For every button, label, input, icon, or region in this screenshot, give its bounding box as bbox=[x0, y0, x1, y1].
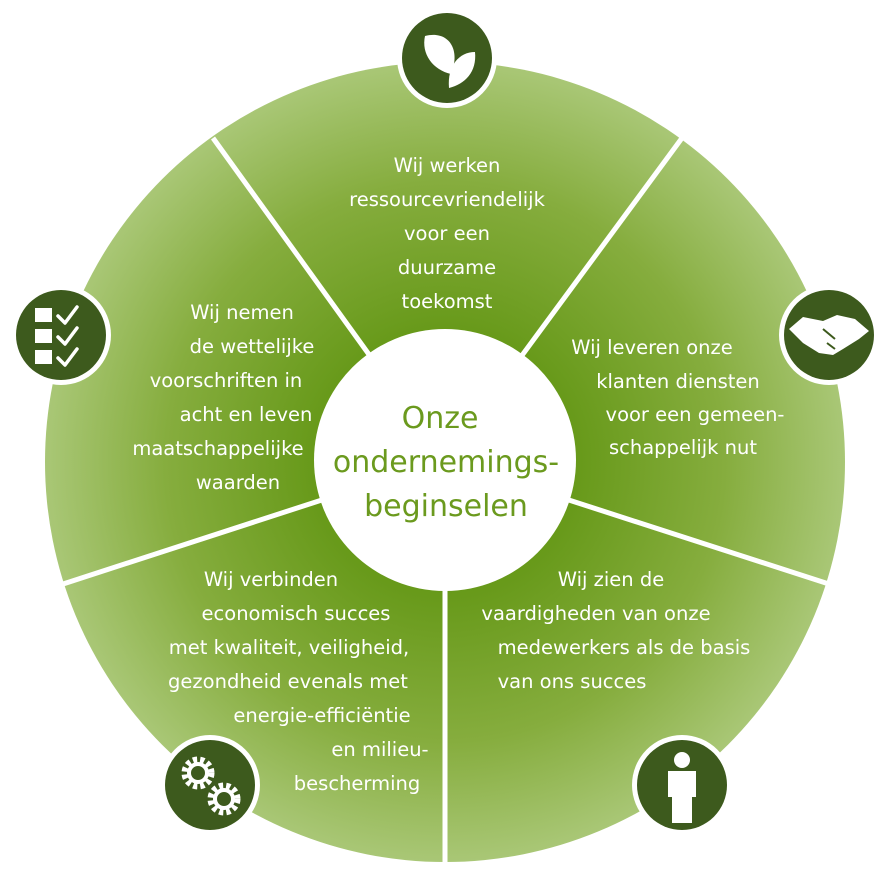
segment-line: voor een gemeen- bbox=[606, 403, 785, 426]
segment-line: Wij leveren onze bbox=[571, 336, 733, 359]
segment-line: gezondheid evenals met bbox=[168, 670, 408, 693]
center-title: Onze ondernemings- beginselen bbox=[333, 401, 559, 524]
segment-customers: Wij leveren onze klanten diensten voor e… bbox=[571, 336, 784, 459]
center-title-line: beginselen bbox=[364, 489, 528, 524]
segment-line: vaardigheden van onze bbox=[481, 602, 710, 625]
segment-economy: Wij verbinden economisch succes met kwal… bbox=[168, 568, 429, 795]
segment-line: klanten diensten bbox=[596, 370, 760, 393]
leaf-icon bbox=[397, 8, 497, 108]
segment-line: energie-efficiëntie bbox=[233, 704, 410, 727]
segment-line: voor een bbox=[404, 222, 490, 245]
segment-line: medewerkers als de basis bbox=[498, 636, 751, 659]
segment-line: bescherming bbox=[294, 772, 420, 795]
segment-line: Wij zien de bbox=[558, 568, 664, 591]
segment-line: voorschriften in bbox=[150, 369, 303, 392]
segment-line: maatschappelijke bbox=[132, 437, 303, 460]
segment-line: duurzame bbox=[398, 256, 496, 279]
gears-icon bbox=[160, 735, 260, 835]
segment-employees: Wij zien de vaardigheden van onze medewe… bbox=[481, 568, 750, 693]
segment-line: Wij werken bbox=[394, 154, 501, 177]
segment-sustainability: Wij werken ressourcevriendelijk voor een… bbox=[349, 154, 545, 313]
center-title-line: Onze bbox=[402, 401, 479, 436]
segment-line: van ons succes bbox=[498, 670, 647, 693]
segment-line: de wettelijke bbox=[190, 335, 315, 358]
person-icon bbox=[632, 735, 732, 835]
center-circle bbox=[314, 329, 576, 591]
segment-line: Wij nemen bbox=[190, 301, 294, 324]
handshake-icon bbox=[779, 285, 879, 385]
segment-line: schappelijk nut bbox=[609, 436, 757, 459]
segment-compliance: Wij nemen de wettelijke voorschriften in… bbox=[132, 301, 314, 494]
segment-line: met kwaliteit, veiligheid, bbox=[169, 636, 409, 659]
center-title-line: ondernemings- bbox=[333, 445, 559, 480]
segment-line: waarden bbox=[196, 471, 280, 494]
segment-line: Wij verbinden bbox=[204, 568, 338, 591]
segment-line: en milieu- bbox=[331, 738, 428, 761]
segment-line: economisch succes bbox=[202, 602, 391, 625]
segment-line: acht en leven bbox=[180, 403, 313, 426]
segment-line: ressourcevriendelijk bbox=[349, 188, 545, 211]
checklist-icon bbox=[11, 285, 111, 385]
segment-line: toekomst bbox=[402, 290, 493, 313]
